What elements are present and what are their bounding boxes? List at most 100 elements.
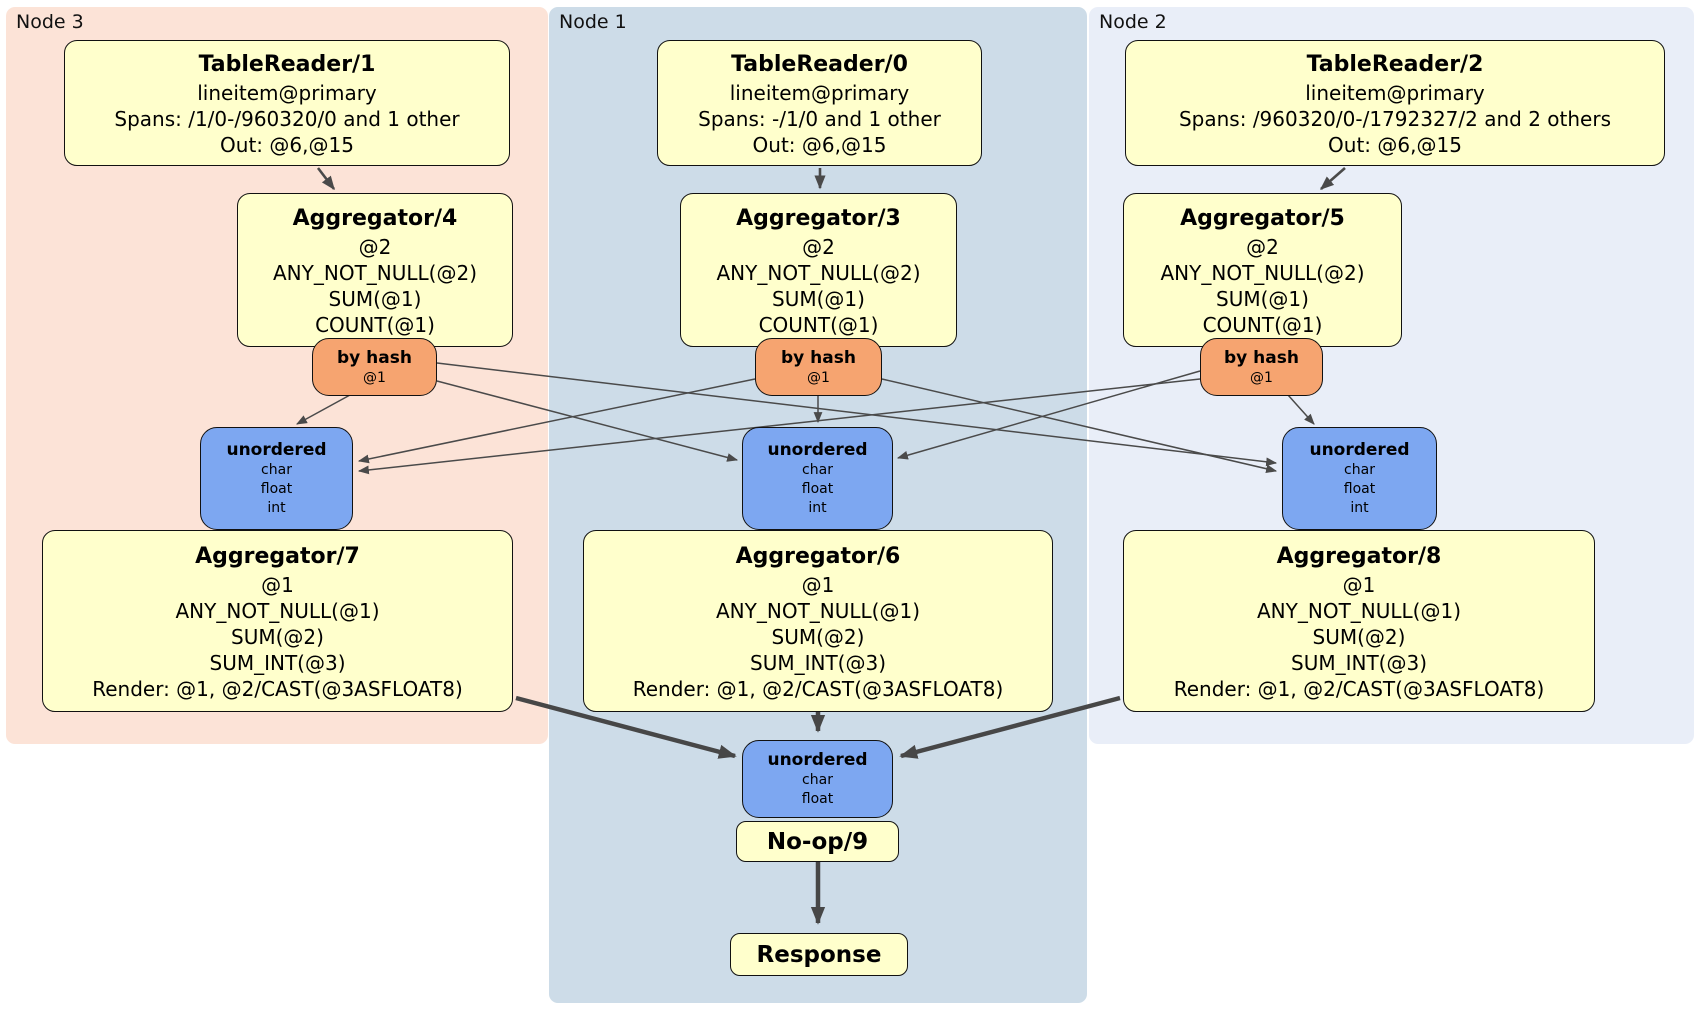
router-title: by hash [781,348,856,368]
router-key: @1 [1250,370,1273,386]
edge-hashM-unordR [881,378,1278,474]
node-title: Aggregator/4 [292,205,458,231]
router-key: @1 [363,370,386,386]
node-line: COUNT(@1) [1202,312,1323,337]
node-line: ANY_NOT_NULL(@1) [716,598,920,623]
unordered-sync-left: unordered char float int [200,427,353,530]
tablereader-2-node: TableReader/2 lineitem@primary Spans: /9… [1125,40,1665,166]
node-line: SUM(@2) [1312,624,1406,649]
node-line: Spans: /1/0-/960320/0 and 1 other [114,106,460,131]
node-title: TableReader/2 [1306,51,1484,77]
node-line: Render: @1, @2/CAST(@3ASFLOAT8) [92,676,463,701]
node-line: lineitem@primary [197,80,377,105]
aggregator-6-node: Aggregator/6 @1 ANY_NOT_NULL(@1) SUM(@2)… [583,530,1053,712]
node-title: No-op/9 [766,828,869,855]
hash-router-right: by hash @1 [1200,338,1323,396]
node-title: Aggregator/6 [735,543,901,569]
edge-hashL-unordM [436,380,739,462]
router-title: by hash [337,348,412,368]
sync-title: unordered [226,440,327,460]
node-line: SUM_INT(@3) [209,650,346,675]
node-line: Spans: -/1/0 and 1 other [698,106,941,131]
node-line: Out: @6,@15 [1328,132,1462,157]
sync-title: unordered [767,440,868,460]
node-line: ANY_NOT_NULL(@1) [175,598,380,623]
sync-type: float [801,791,834,807]
node-line: lineitem@primary [729,80,910,105]
node-line: ANY_NOT_NULL(@2) [716,260,921,285]
edge-hashR-unordL [357,378,1201,475]
sync-type: char [1344,462,1375,478]
aggregator-3-node: Aggregator/3 @2 ANY_NOT_NULL(@2) SUM(@1)… [680,193,957,347]
node-line: Spans: /960320/0-/1792327/2 and 2 others [1178,106,1611,131]
unordered-sync-final: unordered char float [742,740,893,818]
sync-type: float [260,481,293,497]
sync-type: int [267,500,286,516]
node-title: Aggregator/7 [195,543,360,569]
edge-agg7-unordB [515,695,737,759]
sync-title: unordered [767,750,868,770]
node-line: @1 [1342,572,1376,597]
edge-agg8-unordB [899,695,1121,759]
node-line: Out: @6,@15 [752,132,887,157]
node-line: SUM(@1) [772,286,865,311]
edge-hashM-unordL [357,378,756,464]
sync-type: float [801,481,834,497]
sync-title: unordered [1309,440,1410,460]
aggregator-4-node: Aggregator/4 @2 ANY_NOT_NULL(@2) SUM(@1)… [237,193,513,347]
aggregator-5-node: Aggregator/5 @2 ANY_NOT_NULL(@2) SUM(@1)… [1123,193,1402,347]
node-title: Response [756,941,882,968]
node-line: Render: @1, @2/CAST(@3ASFLOAT8) [1173,676,1545,701]
node-title: Aggregator/8 [1276,543,1442,569]
node2-label: Node 2 [1099,11,1167,33]
node-line: @1 [801,572,835,597]
node1-label: Node 1 [559,11,627,33]
node-line: lineitem@primary [1305,80,1485,105]
node-line: SUM(@2) [771,624,865,649]
node-line: Out: @6,@15 [220,132,354,157]
node-line: @1 [261,572,294,597]
node-title: Aggregator/5 [1180,205,1345,231]
edge-hashL-unordR [436,362,1278,467]
node-line: ANY_NOT_NULL(@1) [1257,598,1461,623]
aggregator-8-node: Aggregator/8 @1 ANY_NOT_NULL(@1) SUM(@2)… [1123,530,1595,712]
sync-type: char [802,462,833,478]
noop-9-node: No-op/9 [736,821,899,862]
hash-router-middle: by hash @1 [755,338,882,396]
node-line: Render: @1, @2/CAST(@3ASFLOAT8) [632,676,1004,701]
node-title: Aggregator/3 [736,205,901,231]
router-key: @1 [807,370,830,386]
node-line: @2 [358,234,392,259]
node-line: SUM_INT(@3) [1291,650,1427,675]
node-line: ANY_NOT_NULL(@2) [1160,260,1365,285]
sync-type: int [808,500,827,516]
aggregator-7-node: Aggregator/7 @1 ANY_NOT_NULL(@1) SUM(@2)… [42,530,513,712]
node-line: ANY_NOT_NULL(@2) [273,260,477,285]
edge-hashR-unordR [1287,394,1315,425]
node-title: TableReader/0 [731,51,908,77]
node-title: TableReader/1 [198,51,376,77]
hash-router-left: by hash @1 [312,338,437,396]
tablereader-0-node: TableReader/0 lineitem@primary Spans: -/… [657,40,982,166]
sync-type: char [802,772,833,788]
router-title: by hash [1224,348,1299,368]
node-line: SUM(@1) [1216,286,1309,311]
edge-tr1-agg4 [316,167,336,191]
unordered-sync-right: unordered char float int [1282,427,1437,530]
sync-type: char [261,462,292,478]
sync-type: int [1350,500,1369,516]
response-node: Response [730,933,908,976]
edge-hashL-unordL [296,394,351,425]
node-line: SUM(@1) [328,286,422,311]
node-line: SUM_INT(@3) [750,650,886,675]
node-line: @2 [1246,234,1279,259]
unordered-sync-middle: unordered char float int [742,427,893,530]
edge-hashR-unordM [896,370,1201,460]
sync-type: float [1343,481,1376,497]
tablereader-1-node: TableReader/1 lineitem@primary Spans: /1… [64,40,510,166]
node3-label: Node 3 [16,11,84,33]
node-line: @2 [802,234,835,259]
node-line: COUNT(@1) [315,312,435,337]
node-line: COUNT(@1) [758,312,879,337]
